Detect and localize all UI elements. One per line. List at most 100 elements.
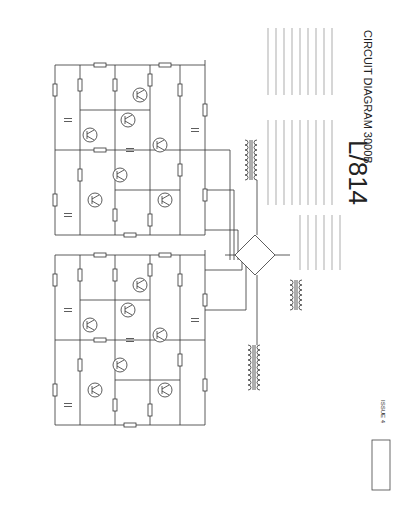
transformer-core: [255, 345, 256, 390]
transistor-symbol: [162, 391, 169, 395]
transistor-symbol: [83, 128, 97, 142]
transformer-winding: [254, 150, 257, 155]
transistor-symbol: [121, 303, 135, 317]
transformer-winding: [257, 370, 260, 375]
transformer-core: [253, 345, 254, 390]
transistor-symbol: [162, 386, 163, 394]
parts-list-row: [276, 120, 277, 205]
transformer-winding: [245, 165, 248, 170]
parts-list-row: [292, 120, 293, 205]
wire: [80, 110, 150, 111]
resistor-symbol: [53, 194, 57, 206]
transistor-symbol: [121, 113, 135, 127]
resistor-symbol: [94, 148, 106, 152]
transformer-winding: [254, 160, 257, 165]
resistor-symbol: [113, 269, 117, 281]
transistor-symbol: [133, 88, 147, 102]
transistor-symbol: [87, 130, 94, 134]
wire: [115, 380, 180, 381]
parts-list-row: [292, 28, 293, 95]
parts-list-row: [268, 120, 269, 205]
transformer-winding: [245, 145, 248, 150]
parts-list-row: [316, 28, 317, 95]
transformer-winding: [248, 365, 251, 370]
transistor-symbol: [137, 90, 144, 94]
transistor-symbol: [158, 193, 172, 207]
transistor-symbol: [92, 195, 99, 199]
transformer-winding: [248, 380, 251, 385]
resistor-symbol: [78, 79, 82, 91]
transformer-winding: [254, 140, 257, 145]
parts-list-row: [308, 120, 309, 205]
capacitor-symbol: [191, 128, 199, 129]
transistor-symbol: [87, 321, 88, 329]
parts-list-row: [268, 28, 269, 95]
transistor-symbol: [87, 320, 94, 324]
resistor-symbol: [203, 294, 207, 306]
transistor-symbol: [162, 196, 163, 204]
transistor-symbol: [117, 171, 118, 179]
capacitor-symbol: [191, 321, 199, 322]
parts-list-row: [284, 28, 285, 95]
transistor-symbol: [137, 286, 144, 290]
transformer-winding: [248, 375, 251, 380]
transistor-symbol: [92, 196, 93, 204]
transistor-symbol: [88, 383, 102, 397]
transformer-winding: [245, 140, 248, 145]
transformer-core: [297, 280, 298, 310]
transistor-symbol: [92, 391, 99, 395]
transistor-symbol: [137, 96, 144, 100]
capacitor-symbol: [126, 341, 134, 342]
transistor-symbol: [125, 305, 132, 309]
transistor-symbol: [92, 201, 99, 205]
transformer-core: [252, 140, 253, 180]
transistor-symbol: [125, 311, 132, 315]
transistor-symbol: [113, 168, 127, 182]
wire: [234, 190, 235, 260]
transistor-symbol: [113, 358, 127, 372]
transistor-symbol: [162, 201, 169, 205]
transistor-symbol: [157, 330, 164, 334]
transformer-winding: [257, 345, 260, 350]
transistor-symbol: [137, 281, 138, 289]
transformer-winding: [290, 280, 293, 285]
transformer-winding: [290, 290, 293, 295]
transistor-symbol: [87, 326, 94, 330]
transistor-symbol: [117, 366, 124, 370]
parts-list-row: [300, 215, 301, 270]
transformer-winding: [254, 170, 257, 175]
transistor-symbol: [153, 138, 167, 152]
wire: [115, 190, 180, 191]
parts-list-row: [340, 215, 341, 270]
transistor-symbol: [92, 386, 93, 394]
capacitor-symbol: [64, 311, 72, 312]
capacitor-symbol: [64, 406, 72, 407]
transformer-winding: [257, 375, 260, 380]
transistor-symbol: [157, 336, 164, 340]
transistor-symbol: [83, 318, 97, 332]
transistor-symbol: [157, 141, 158, 149]
transformer-winding: [299, 305, 302, 310]
transistor-symbol: [125, 306, 126, 314]
resistor-symbol: [178, 84, 182, 96]
transistor-symbol: [92, 385, 99, 389]
capacitor-symbol: [126, 151, 134, 152]
wire: [205, 270, 242, 271]
transformer-winding: [248, 350, 251, 355]
transistor-symbol: [162, 195, 169, 199]
transformer-winding: [257, 385, 260, 390]
parts-list-row: [300, 120, 301, 205]
transistor-symbol: [125, 115, 132, 119]
wire: [205, 230, 238, 231]
parts-list-row: [324, 215, 325, 270]
parts-list-row: [332, 215, 333, 270]
transformer-winding: [257, 365, 260, 370]
transformer-winding: [290, 300, 293, 305]
wire: [257, 180, 258, 235]
resistor-symbol: [159, 63, 171, 67]
wire: [205, 250, 206, 425]
resistor-symbol: [203, 104, 207, 116]
transistor-symbol: [117, 176, 124, 180]
transformer-winding: [299, 295, 302, 300]
